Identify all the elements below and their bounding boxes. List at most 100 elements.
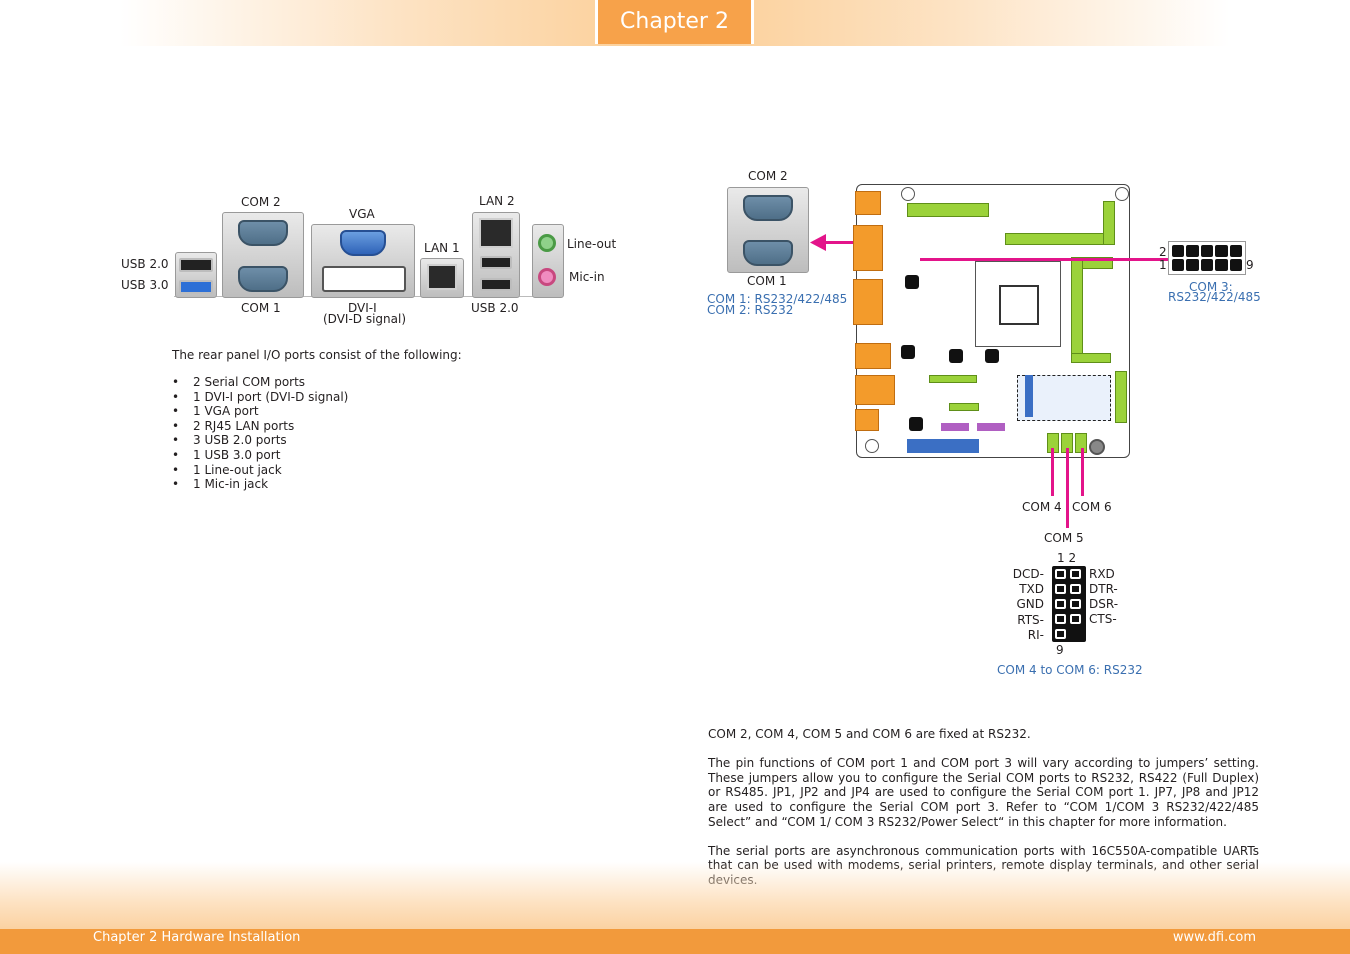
com1-mode: COM 1: RS232/422/485 (707, 292, 848, 306)
label-com2-rear: COM 2 (241, 195, 281, 209)
list-item: 1 DVI-I port (DVI-D signal) (172, 390, 348, 405)
header-pin-bottom: 9 (1056, 643, 1064, 657)
com1-port-board (743, 240, 793, 266)
board-header (949, 403, 979, 411)
label-com4: COM 4 (1022, 500, 1062, 514)
board-chip (949, 349, 963, 363)
footer-bar (0, 929, 1350, 954)
label-com5: COM 5 (1044, 531, 1084, 545)
rear-panel-intro: The rear panel I/O ports consist of the … (172, 348, 462, 362)
paragraph: COM 2, COM 4, COM 5 and COM 6 are fixed … (708, 727, 1031, 741)
label-com1-rear: COM 1 (241, 301, 281, 315)
battery (1089, 439, 1105, 455)
signal-label: CTS- (1089, 612, 1117, 626)
header-pin-core (1072, 601, 1079, 607)
list-item: 1 VGA port (172, 404, 348, 419)
blue-header (907, 439, 979, 453)
board-connector (855, 409, 879, 431)
standoff (1115, 187, 1129, 201)
header-pin-core (1072, 571, 1079, 577)
board-connector (853, 279, 883, 325)
label-dvi-sub: (DVI-D signal) (323, 312, 407, 326)
signal-label: DSR- (1089, 597, 1119, 611)
com3-leader-line (920, 258, 1169, 261)
com3-mode: RS232/422/485 (1168, 290, 1261, 304)
label-usb20-left: USB 2.0 (121, 257, 169, 271)
header-pin-core (1057, 631, 1064, 637)
left-signals: DCD- TXD GND RTS- RI- (1000, 567, 1044, 643)
com3-pin9: 9 (1246, 258, 1254, 272)
header-pin-core (1057, 586, 1064, 592)
label-usb20-right: USB 2.0 (471, 301, 519, 315)
com-arrow-head (810, 234, 826, 251)
board-header (929, 375, 977, 383)
mic-in-jack (538, 268, 556, 286)
purple-header (941, 423, 969, 431)
header-pin-core (1057, 571, 1064, 577)
memory-slot (1071, 257, 1083, 359)
com3-pin-row-bottom (1172, 259, 1243, 271)
board-header (1115, 371, 1127, 423)
label-com2-board: COM 2 (748, 169, 788, 183)
paragraph: The pin functions of COM port 1 and COM … (708, 756, 1259, 829)
signal-label: DTR- (1089, 582, 1118, 596)
signal-label: DCD- (1012, 567, 1044, 581)
label-lan2: LAN 2 (479, 194, 515, 208)
label-dvi: DVI-I (348, 301, 377, 315)
usb30-port (179, 280, 213, 294)
label-vga: VGA (349, 207, 375, 221)
board-connector (855, 375, 895, 405)
header-pin-core (1072, 586, 1079, 592)
standoff (901, 187, 915, 201)
board-connector (853, 225, 883, 271)
label-com6: COM 6 (1072, 500, 1112, 514)
header-pin-core (1057, 601, 1064, 607)
usb20-port-right-bottom (480, 278, 512, 291)
board-chip (909, 417, 923, 431)
label-mic-in: Mic-in (569, 270, 605, 284)
com3-pin2: 2 (1159, 245, 1167, 259)
com3-pin-row-top (1172, 245, 1243, 257)
com1-port (238, 266, 288, 292)
label-line-out: Line-out (567, 237, 617, 251)
list-item: 1 Mic-in jack (172, 477, 348, 492)
standoff (865, 439, 879, 453)
signal-label: RXD (1089, 567, 1115, 581)
label-usb30: USB 3.0 (121, 278, 169, 292)
lan1-port (427, 264, 457, 290)
right-signals: RXD DTR- DSR- CTS- (1089, 567, 1139, 627)
footer-band (0, 862, 1350, 930)
list-item: 2 Serial COM ports (172, 375, 348, 390)
label-com1-board: COM 1 (747, 274, 787, 288)
com-arrow-line (822, 241, 856, 244)
board-connector (855, 191, 881, 215)
signal-label: RTS- (1017, 612, 1044, 627)
list-item: 1 Line-out jack (172, 463, 348, 478)
list-item: 1 USB 3.0 port (172, 448, 348, 463)
memory-slot (1103, 201, 1115, 245)
vga-port (340, 230, 386, 256)
memory-slot (1005, 233, 1115, 245)
label-lan1: LAN 1 (424, 241, 460, 255)
com2-port (238, 220, 288, 246)
board-chip (905, 275, 919, 289)
footer-chapter-title: Chapter 2 Hardware Installation (93, 930, 301, 945)
com3-label: COM 3: (1189, 280, 1233, 294)
header-pin-core (1057, 616, 1064, 622)
board-chip (901, 345, 915, 359)
com4-6-pin-grid-fill (1057, 571, 1081, 637)
rear-panel-list: 2 Serial COM ports 1 DVI-I port (DVI-D s… (172, 375, 348, 492)
signal-label: RI- (1027, 627, 1044, 642)
cpu-core (999, 285, 1039, 325)
usb20-port-right-top (480, 256, 512, 269)
purple-header (977, 423, 1005, 431)
footer-website-link[interactable]: www.dfi.com (1172, 930, 1256, 945)
com2-port-board (743, 195, 793, 221)
board-chip (985, 349, 999, 363)
com4-6-caption: COM 4 to COM 6: RS232 (997, 663, 1143, 677)
lan2-port (479, 218, 513, 248)
com3-pin1: 1 (1159, 258, 1167, 272)
com5-leader-line (1066, 448, 1069, 528)
list-item: 2 RJ45 LAN ports (172, 419, 348, 434)
header-pin-core (1072, 616, 1079, 622)
